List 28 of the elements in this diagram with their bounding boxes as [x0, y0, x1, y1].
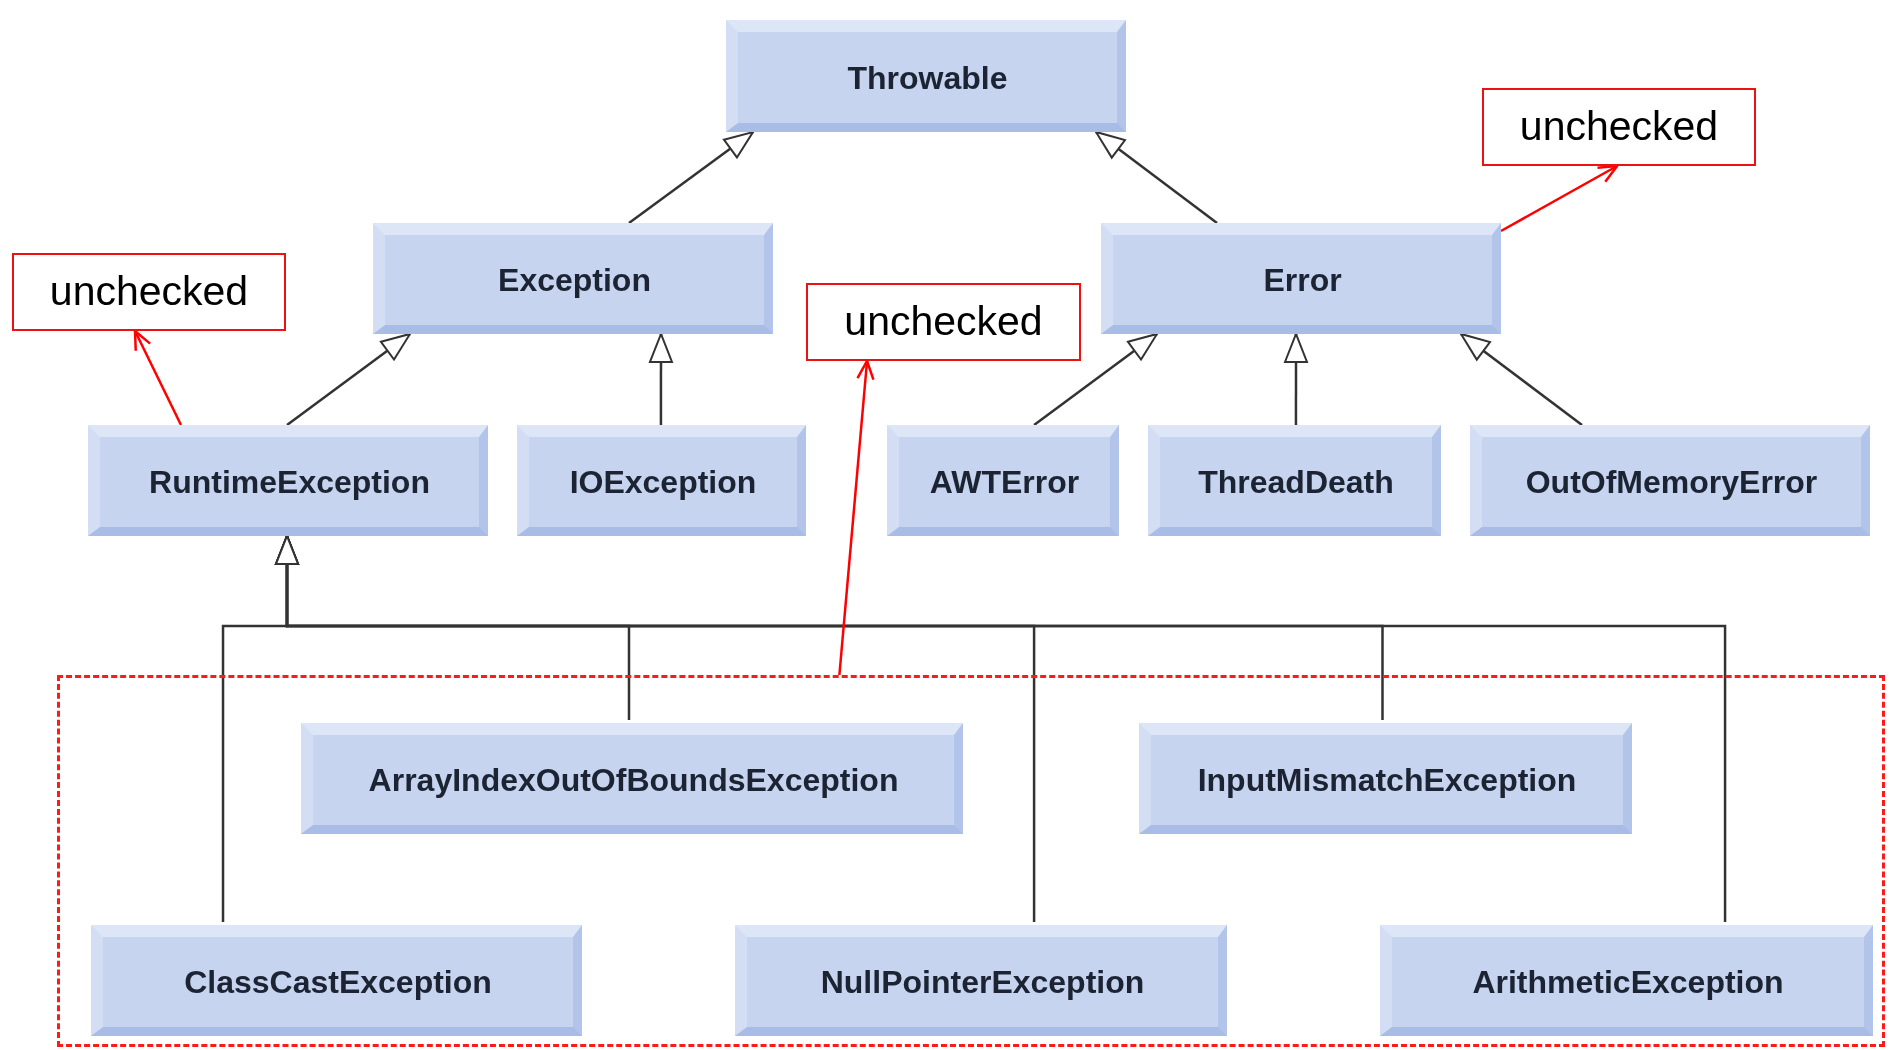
class-box: NullPointerException [735, 925, 1227, 1036]
class-box: ArrayIndexOutOfBoundsException [301, 723, 963, 834]
pointer-arrow [133, 329, 183, 426]
inheritance-arrow [628, 131, 754, 224]
class-box: Throwable [726, 20, 1126, 132]
class-box: Exception [373, 223, 773, 334]
class-box: InputMismatchException [1139, 723, 1632, 834]
pointer-arrow [1500, 164, 1619, 233]
inheritance-arrow [1095, 131, 1218, 224]
note-box: unchecked [1482, 88, 1756, 166]
inheritance-arrow [1033, 333, 1158, 426]
class-box: ClassCastException [91, 925, 582, 1036]
inheritance-arrow [1460, 333, 1583, 426]
inheritance-arrow [649, 333, 673, 425]
class-box: Error [1101, 223, 1501, 334]
inheritance-arrow [1284, 333, 1308, 425]
class-box: AWTError [887, 425, 1119, 536]
note-box: unchecked [12, 253, 286, 331]
class-box: IOException [517, 425, 806, 536]
dashed-region [57, 675, 1885, 1047]
inheritance-arrow [286, 333, 411, 426]
pointer-arrow [838, 359, 875, 676]
class-box: ArithmeticException [1380, 925, 1873, 1036]
note-box: unchecked [806, 283, 1081, 361]
inheritance-arrow [275, 535, 1727, 922]
class-box: RuntimeException [88, 425, 488, 536]
class-box: OutOfMemoryError [1470, 425, 1870, 536]
class-box: ThreadDeath [1148, 425, 1441, 536]
